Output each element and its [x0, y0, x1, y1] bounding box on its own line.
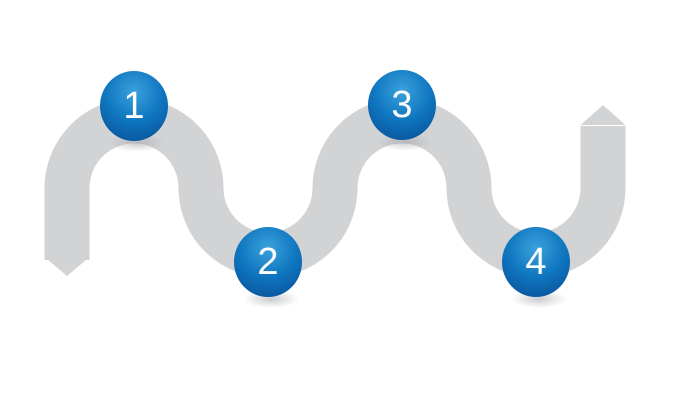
step-node-3: 3 [368, 70, 436, 140]
ribbon-start-tip [44, 257, 90, 276]
ribbon-end-tip [580, 105, 626, 125]
step-node-1: 1 [100, 71, 168, 141]
step-label-2: 2 [257, 241, 279, 283]
step-label-1: 1 [123, 85, 145, 127]
step-node-4: 4 [502, 227, 570, 297]
step-label-4: 4 [525, 241, 547, 283]
step-node-2: 2 [234, 227, 302, 297]
step-label-3: 3 [391, 84, 413, 126]
